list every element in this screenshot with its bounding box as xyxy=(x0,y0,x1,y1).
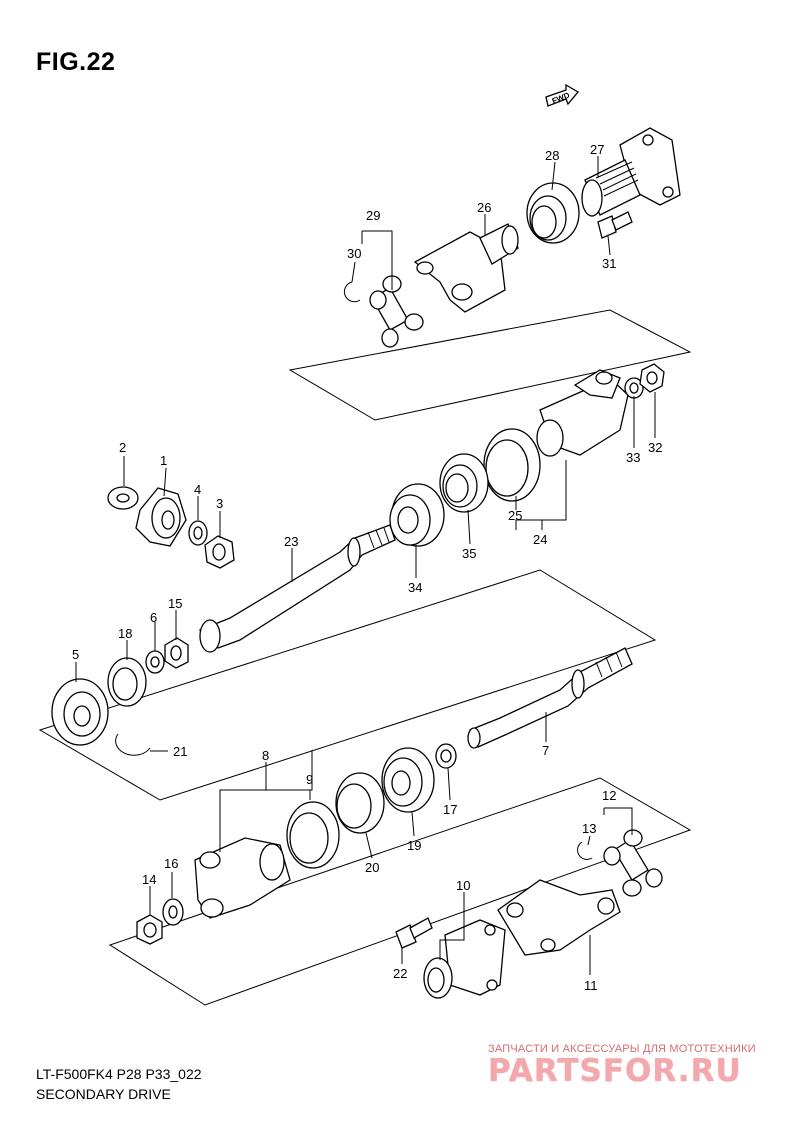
callout-15: 15 xyxy=(168,596,182,611)
part-12-universal-joint-spider xyxy=(603,829,663,897)
callout-34: 34 xyxy=(408,580,422,595)
part-20-seal xyxy=(335,772,385,834)
callout-33: 33 xyxy=(626,450,640,465)
part-7-shaft xyxy=(467,647,633,749)
part-6-washer xyxy=(145,650,165,674)
part-2-shim xyxy=(107,486,139,510)
upper-group-frame xyxy=(288,309,692,421)
fwd-arrow-icon: FWD xyxy=(545,83,579,107)
callout-21: 21 xyxy=(173,744,187,759)
callout-labels: 1 2 3 4 5 6 7 8 9 10 11 12 13 14 15 16 1… xyxy=(72,142,662,993)
figure-title: FIG.22 xyxy=(36,48,116,76)
callout-31: 31 xyxy=(602,256,616,271)
part-22-bolt xyxy=(395,917,433,949)
callout-14: 14 xyxy=(142,872,156,887)
callout-4: 4 xyxy=(194,482,201,497)
model-code: LT-F500FK4 P28 P33_022 xyxy=(36,1066,202,1082)
callout-24: 24 xyxy=(533,532,547,547)
callout-16: 16 xyxy=(164,856,178,871)
watermark-caption: ЗАПЧАСТИ И АКСЕССУАРЫ ДЛЯ МОТОТЕХНИКИ xyxy=(488,1043,756,1055)
part-24-yoke xyxy=(536,369,629,457)
callout-27: 27 xyxy=(590,142,604,157)
callout-1: 1 xyxy=(160,453,167,468)
part-32-nut xyxy=(639,363,665,393)
callout-25: 25 xyxy=(508,508,522,523)
callout-8: 8 xyxy=(262,748,269,763)
callout-3: 3 xyxy=(216,496,223,511)
watermark-logo: PARTSFOR.RU xyxy=(488,1053,742,1089)
callout-29: 29 xyxy=(366,208,380,223)
callout-22: 22 xyxy=(393,966,407,981)
section-name: SECONDARY DRIVE xyxy=(36,1086,171,1102)
part-31-bolt xyxy=(597,211,633,239)
part-5-gear xyxy=(51,678,109,746)
part-30-circlip xyxy=(343,281,361,303)
callout-12: 12 xyxy=(602,788,616,803)
part-35-seal xyxy=(439,453,489,513)
part-26-yoke xyxy=(413,223,519,313)
callout-20: 20 xyxy=(365,860,379,875)
callout-18: 18 xyxy=(118,626,132,641)
middle-group-frame xyxy=(38,569,657,801)
part-3-nut xyxy=(204,535,235,569)
lower-group-frame xyxy=(108,777,692,1006)
callout-23: 23 xyxy=(284,534,298,549)
part-27-housing xyxy=(581,127,681,217)
part-34-bearing xyxy=(389,483,445,547)
part-23-propeller-shaft xyxy=(198,524,396,653)
part-13-circlip xyxy=(577,841,593,860)
callout-32: 32 xyxy=(648,440,662,455)
part-18-bearing xyxy=(107,657,147,707)
callout-11: 11 xyxy=(584,978,598,993)
callout-26: 26 xyxy=(477,200,491,215)
callout-7: 7 xyxy=(542,743,549,758)
callout-35: 35 xyxy=(462,546,476,561)
leader-lines xyxy=(75,156,656,975)
part-11-yoke xyxy=(497,879,621,956)
callout-30: 30 xyxy=(347,246,361,261)
part-16-washer xyxy=(162,898,184,926)
part-21-circlip xyxy=(115,733,151,756)
callout-6: 6 xyxy=(150,610,157,625)
part-8-yoke xyxy=(194,837,291,919)
part-9-seal xyxy=(286,801,340,869)
part-14-nut xyxy=(136,914,163,945)
callout-28: 28 xyxy=(545,148,559,163)
part-17-washer xyxy=(435,743,457,769)
callout-19: 19 xyxy=(407,838,421,853)
callout-2: 2 xyxy=(119,440,126,455)
callout-17: 17 xyxy=(443,802,457,817)
callout-10: 10 xyxy=(456,878,470,893)
part-10-flange xyxy=(423,919,506,999)
part-28-seal xyxy=(526,182,580,244)
part-29-universal-joint-spider xyxy=(369,275,424,348)
callout-5: 5 xyxy=(72,647,79,662)
callout-9: 9 xyxy=(306,772,313,787)
part-15-nut xyxy=(164,637,189,669)
part-1-bevel-gear xyxy=(135,487,187,547)
part-25-seal xyxy=(483,428,541,502)
callout-13: 13 xyxy=(582,821,596,836)
part-4-washer xyxy=(188,520,208,546)
part-19-bearing xyxy=(381,747,435,813)
